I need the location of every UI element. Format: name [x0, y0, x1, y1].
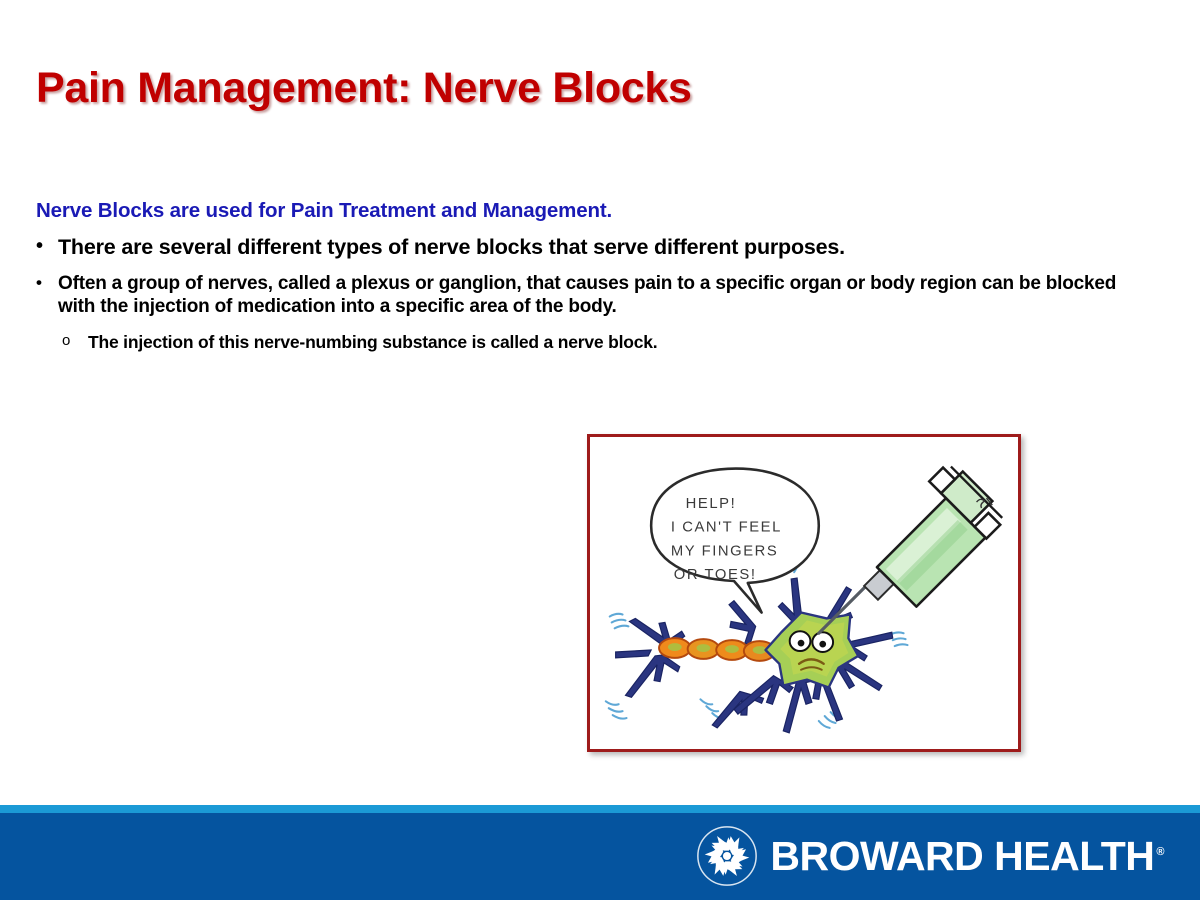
slide-body: Nerve Blocks are used for Pain Treatment… [36, 198, 1156, 354]
lead-statement: Nerve Blocks are used for Pain Treatment… [36, 199, 613, 222]
bullet-marker-icon: • [36, 234, 44, 257]
speech-line-3: MY FINGERS [671, 543, 778, 559]
registered-trademark-icon: ® [1156, 845, 1164, 858]
broward-health-logo: BROWARD HEALTH® [696, 819, 1164, 893]
bullet-item-level2: • Often a group of nerves, called a plex… [36, 272, 1156, 320]
bullet-item-level1: • There are several different types of n… [36, 234, 1156, 261]
logo-wordmark: BROWARD HEALTH® [770, 832, 1164, 879]
bullet-item-level3: o The injection of this nerve-numbing su… [36, 332, 1156, 354]
sub-bullet-marker-icon: o [62, 332, 71, 349]
logo-wordmark-text: BROWARD HEALTH [770, 832, 1155, 879]
speech-line-1: HELP! [686, 496, 737, 512]
broward-health-star-emblem [697, 826, 758, 886]
page-title: Pain Management: Nerve Blocks [36, 64, 692, 112]
syringe [817, 465, 1004, 635]
illustration-frame: HELP! I CAN'T FEEL MY FINGERS OR TOES! [587, 434, 1021, 752]
speech-line-2: I CAN'T FEEL [671, 520, 782, 536]
bullet-text: There are several different types of ner… [58, 234, 845, 259]
bullet-text: Often a group of nerves, called a plexus… [58, 272, 1117, 318]
footer-bar [0, 813, 1200, 900]
speech-line-4: OR TOES! [674, 567, 757, 583]
neuron-cell-body [764, 611, 860, 689]
speech-bubble: HELP! I CAN'T FEEL MY FINGERS OR TOES! [649, 467, 821, 614]
cartoon-neuron-with-syringe: HELP! I CAN'T FEEL MY FINGERS OR TOES! [590, 437, 1018, 749]
sub-bullet-text: The injection of this nerve-numbing subs… [88, 332, 658, 352]
bullet-marker-icon: • [36, 272, 42, 292]
footer-accent-strip [0, 805, 1200, 813]
